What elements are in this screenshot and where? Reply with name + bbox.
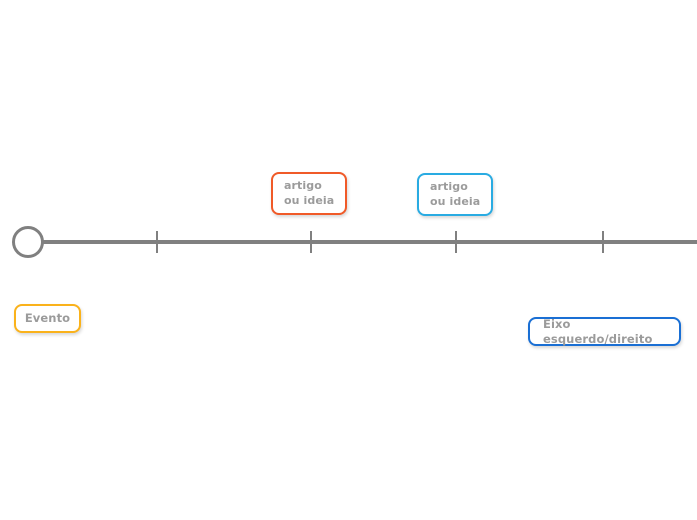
callout-event-label: Evento (24, 311, 71, 326)
callout-article-left-label: artigo ou ideia (284, 179, 335, 207)
callout-axis-label-box[interactable]: Eixo esquerdo/direito (528, 317, 681, 346)
origin-circle-icon (12, 226, 44, 258)
callout-axis-label: Eixo esquerdo/direito (543, 316, 653, 346)
callout-article-right-label: artigo ou ideia (430, 180, 481, 208)
callout-article-right[interactable]: artigo ou ideia (417, 173, 493, 216)
callout-event[interactable]: Evento (14, 304, 81, 333)
callout-article-left[interactable]: artigo ou ideia (271, 172, 347, 215)
